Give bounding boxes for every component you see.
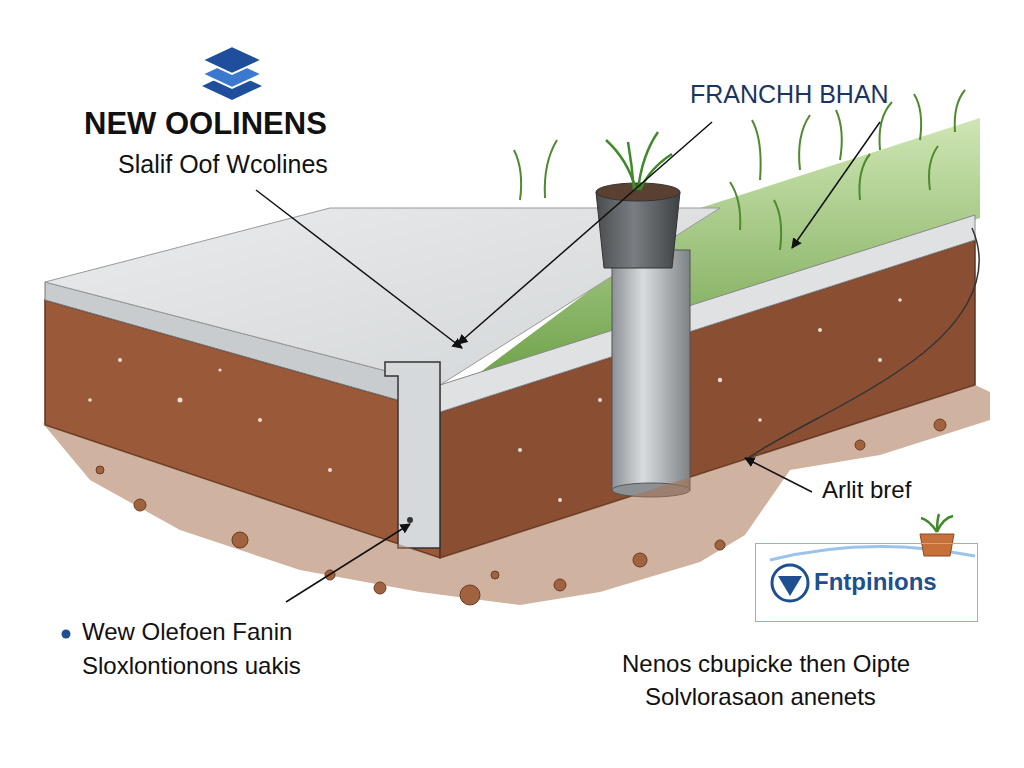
bullet-dot bbox=[62, 630, 71, 639]
part-label: Arlit bref bbox=[822, 476, 911, 504]
loose-dirt bbox=[40, 385, 990, 605]
brand-name: Fntpinions bbox=[814, 568, 977, 596]
bracket-bolt bbox=[407, 517, 413, 523]
pot-plant bbox=[606, 132, 672, 190]
brand-box: Fntpinions bbox=[755, 543, 978, 622]
note-label: Nenos cbupicke then Oipte bbox=[622, 650, 910, 678]
note-label: Solvlorasaon anenets bbox=[645, 683, 876, 711]
small-pot-icon bbox=[920, 514, 954, 556]
leader-line bbox=[792, 122, 880, 248]
leader-line bbox=[256, 190, 462, 348]
leader-line bbox=[458, 122, 712, 344]
concrete-strip bbox=[440, 215, 975, 412]
leader-line bbox=[286, 524, 410, 602]
steel-bracket bbox=[385, 362, 440, 548]
logo-layer bbox=[202, 46, 262, 74]
part-label: FRANCHH BHAN bbox=[690, 80, 889, 109]
leader-line bbox=[745, 458, 812, 492]
title-text: NEW OOLINENS bbox=[84, 106, 327, 142]
subtitle-label: Slalif Oof Wcolines bbox=[118, 150, 328, 179]
note-label: Sloxlontionons uakis bbox=[82, 652, 301, 680]
plant-pot bbox=[596, 192, 680, 268]
note-label: Wew Olefoen Fanin bbox=[82, 618, 292, 646]
drain-pipe bbox=[612, 250, 690, 490]
logo-icon bbox=[202, 46, 262, 100]
